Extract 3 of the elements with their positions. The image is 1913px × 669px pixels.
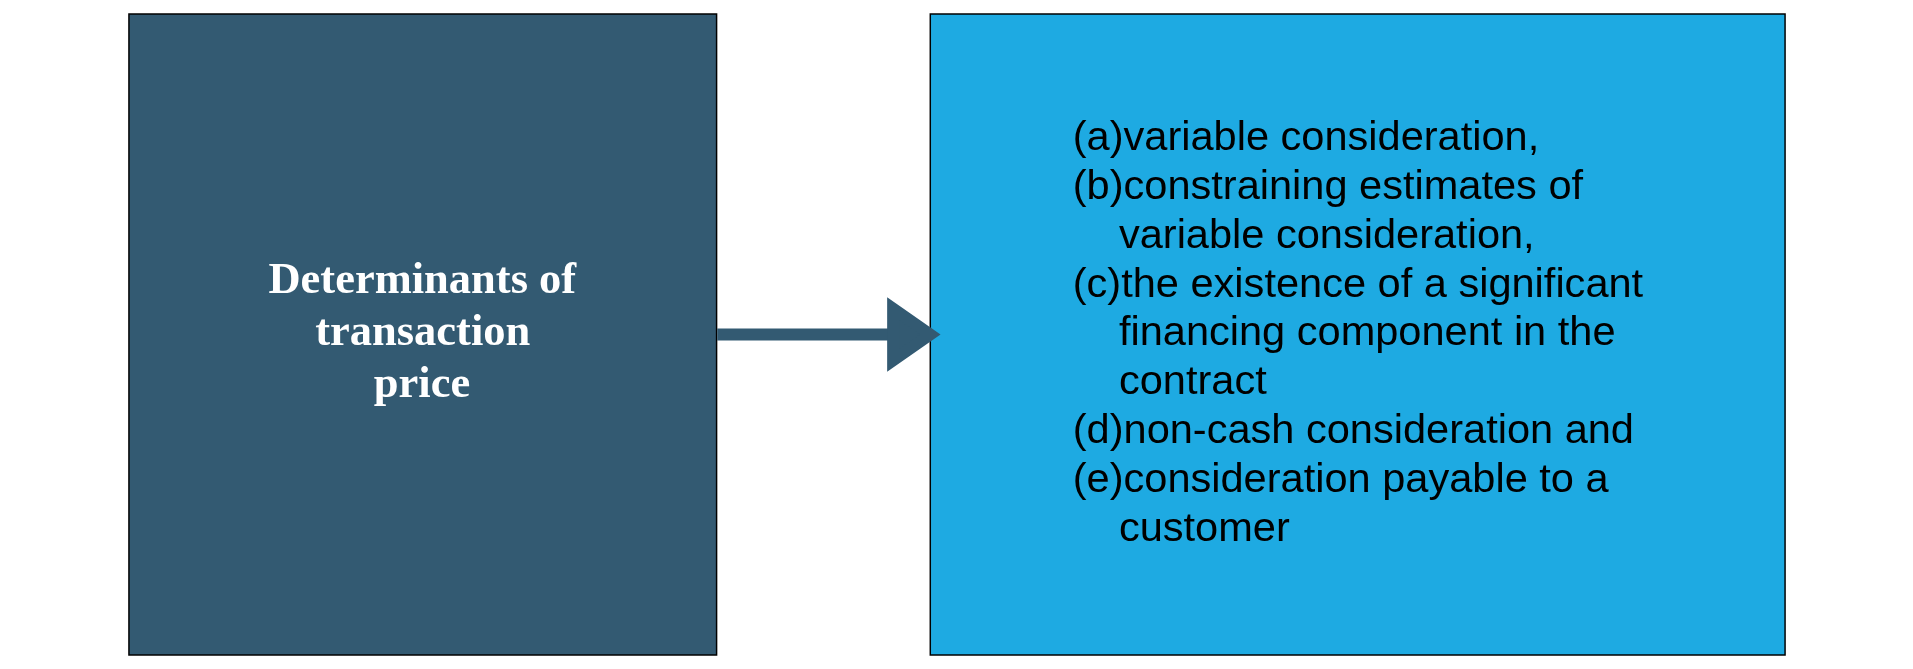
node-box: Determinants of transaction price xyxy=(127,13,717,656)
node-box: (a)variable consideration, (b)constraining estimates of variable consideration, (c)the existence of a significant financing component in the contract (d)non-cash consideration and (e)consideration payable to a customer xyxy=(929,13,1786,656)
arrow xyxy=(716,297,941,372)
